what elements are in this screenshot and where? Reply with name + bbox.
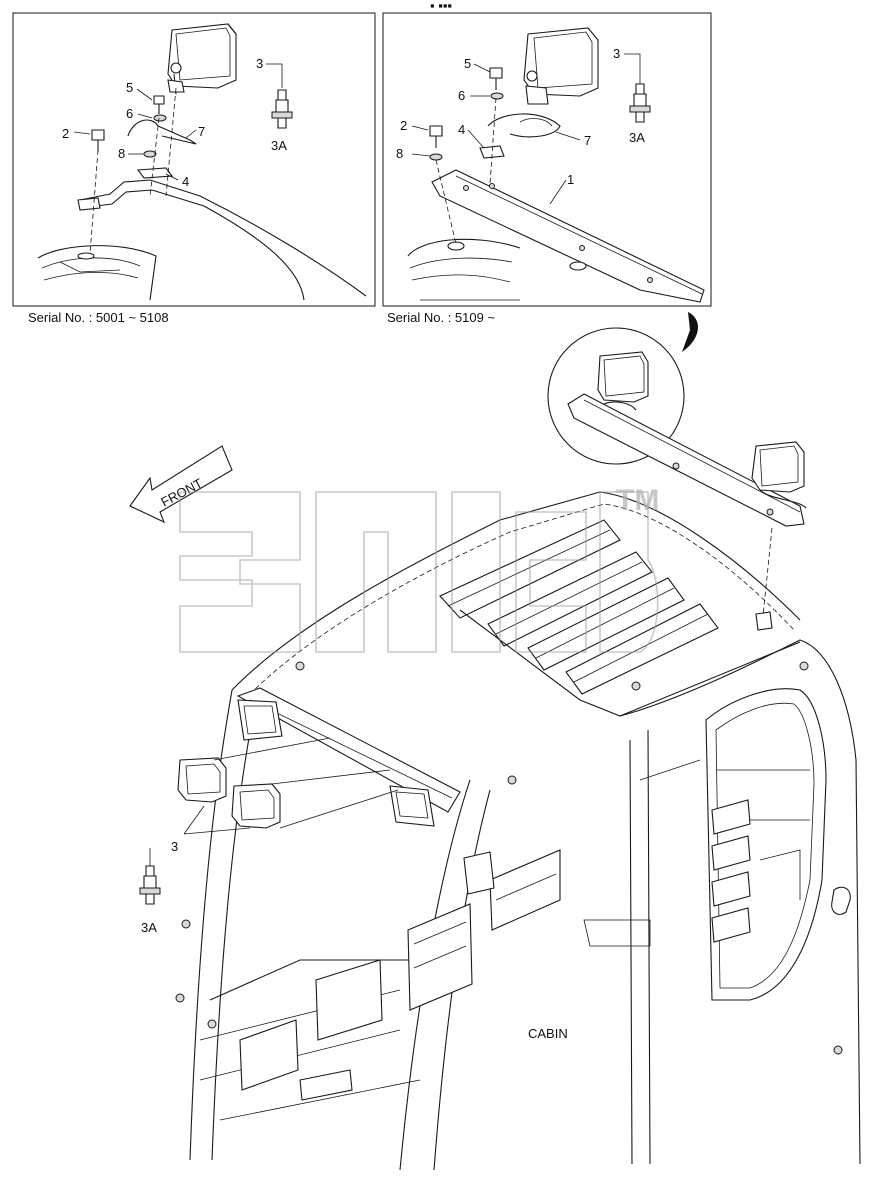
callout-5: 5 — [126, 80, 133, 95]
watermark-tm: TM — [616, 484, 659, 517]
detail-pointer-arrow — [682, 312, 699, 352]
callout-8: 8 — [396, 146, 403, 161]
watermark-logo: TM — [179, 484, 659, 653]
callout-6: 6 — [126, 106, 133, 121]
callout-6: 6 — [458, 88, 465, 103]
left-callouts: 3 5 6 2 7 8 4 3A — [62, 56, 287, 189]
callout-3: 3 — [171, 839, 178, 854]
callout-8: 8 — [118, 146, 125, 161]
callout-4: 4 — [458, 122, 465, 137]
callout-4: 4 — [182, 174, 189, 189]
cabin-label: CABIN — [528, 1026, 568, 1041]
left-panel-drawing — [37, 23, 367, 301]
callout-7: 7 — [584, 133, 591, 148]
right-panel-drawing — [407, 27, 705, 303]
callout-1: 1 — [567, 172, 574, 187]
callout-3a: 3A — [629, 130, 645, 145]
callout-2: 2 — [400, 118, 407, 133]
right-callouts: 3 5 6 2 4 7 8 1 3A — [396, 46, 645, 187]
serial-label-left: Serial No. : 5001 ~ 5108 — [28, 310, 169, 325]
detail-stay-assembly — [567, 351, 807, 627]
callout-7: 7 — [198, 124, 205, 139]
callout-2: 2 — [62, 126, 69, 141]
callout-3a: 3A — [141, 920, 157, 935]
top-mark: ▪ ▪▪▪ — [430, 0, 452, 13]
callout-5: 5 — [464, 56, 471, 71]
callout-3: 3 — [613, 46, 620, 61]
front-direction-arrow: FRONT — [129, 445, 233, 524]
callout-3a: 3A — [271, 138, 287, 153]
serial-label-right: Serial No. : 5109 ~ — [387, 310, 495, 325]
callout-3: 3 — [256, 56, 263, 71]
